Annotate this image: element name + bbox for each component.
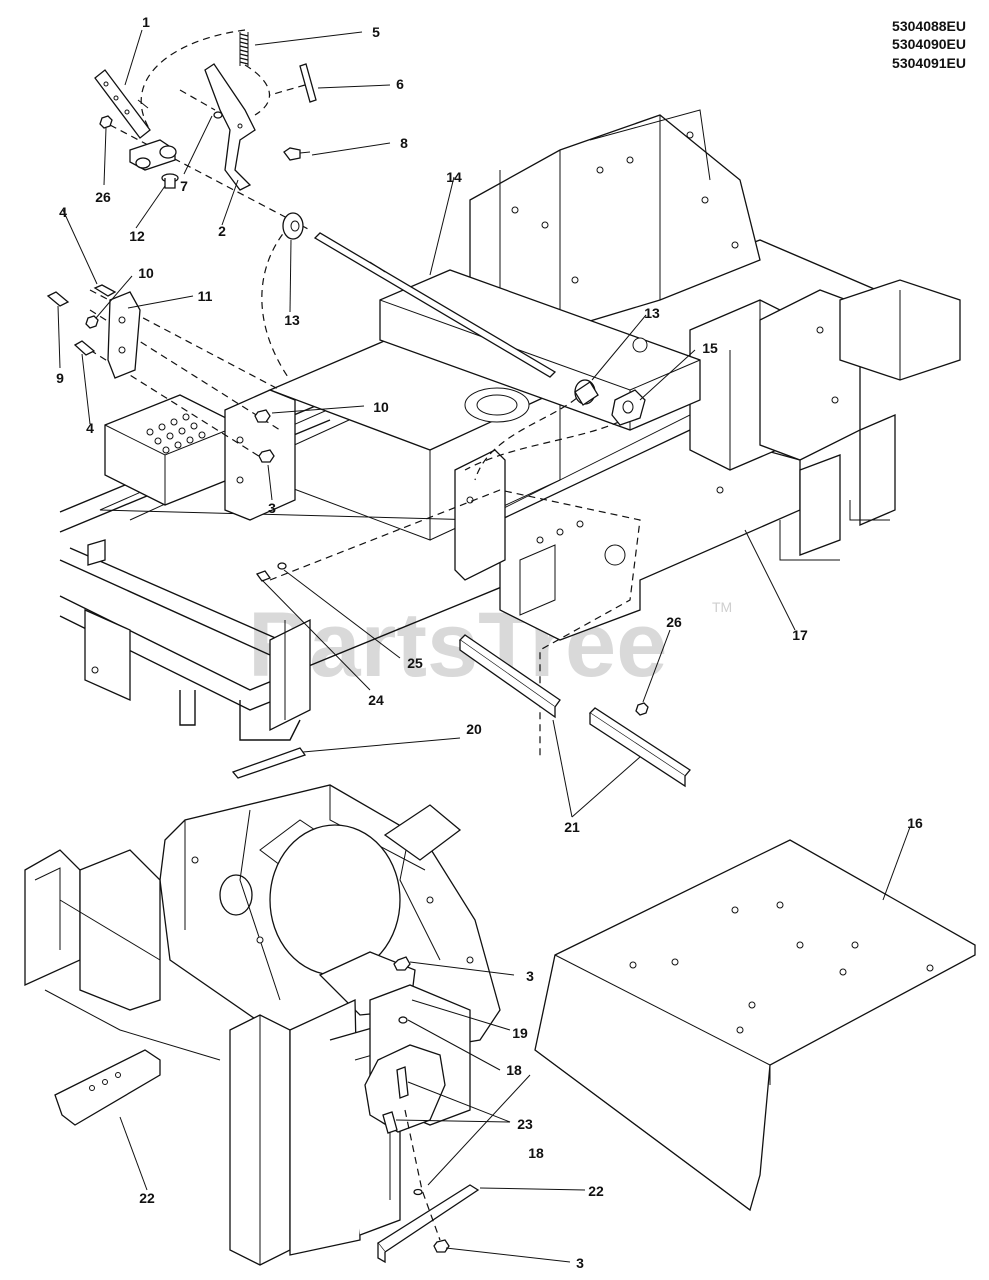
callout-22: 22 xyxy=(139,1190,155,1206)
callout-3: 3 xyxy=(268,500,276,516)
callout-10: 10 xyxy=(373,399,389,415)
side-brackets xyxy=(458,634,691,788)
callout-1: 1 xyxy=(142,14,150,30)
callout-18: 18 xyxy=(528,1145,544,1161)
model-number-list: 5304088EU 5304090EU 5304091EU xyxy=(892,18,966,71)
callout-2: 2 xyxy=(218,223,226,239)
leader-lines xyxy=(57,29,911,1263)
watermark-trademark: TM xyxy=(712,599,732,615)
callout-10: 10 xyxy=(138,265,154,281)
callout-19: 19 xyxy=(512,1025,528,1041)
callout-8: 8 xyxy=(400,135,408,151)
control-linkage xyxy=(46,29,646,760)
callout-26: 26 xyxy=(666,614,682,630)
callout-3: 3 xyxy=(526,968,534,984)
callout-18: 18 xyxy=(506,1062,522,1078)
callout-17: 17 xyxy=(792,627,808,643)
callout-24: 24 xyxy=(368,692,384,708)
callout-20: 20 xyxy=(466,721,482,737)
callout-26: 26 xyxy=(95,189,111,205)
callout-labels: 1 5 6 8 26 7 2 12 14 4 10 11 13 9 4 13 1… xyxy=(56,14,923,1271)
callout-13: 13 xyxy=(644,305,660,321)
seat-pan-panel xyxy=(534,839,976,1212)
callout-15: 15 xyxy=(702,340,718,356)
model-number: 5304090EU xyxy=(892,36,966,52)
callout-13: 13 xyxy=(284,312,300,328)
callout-9: 9 xyxy=(56,370,64,386)
callout-14: 14 xyxy=(446,169,462,185)
model-number: 5304091EU xyxy=(892,55,966,71)
lower-assembly xyxy=(24,747,501,1266)
callout-25: 25 xyxy=(407,655,423,671)
callout-3: 3 xyxy=(576,1255,584,1271)
callout-4: 4 xyxy=(86,420,94,436)
callout-4: 4 xyxy=(59,204,67,220)
model-number: 5304088EU xyxy=(892,18,966,34)
callout-23: 23 xyxy=(517,1116,533,1132)
footrest-holes xyxy=(146,413,206,454)
spring-part xyxy=(239,32,249,66)
callout-12: 12 xyxy=(129,228,145,244)
callout-6: 6 xyxy=(396,76,404,92)
callout-11: 11 xyxy=(198,288,213,304)
callout-21: 21 xyxy=(564,819,580,835)
callout-22: 22 xyxy=(588,1183,604,1199)
callout-16: 16 xyxy=(907,815,923,831)
callout-5: 5 xyxy=(372,24,380,40)
callout-7: 7 xyxy=(180,178,188,194)
